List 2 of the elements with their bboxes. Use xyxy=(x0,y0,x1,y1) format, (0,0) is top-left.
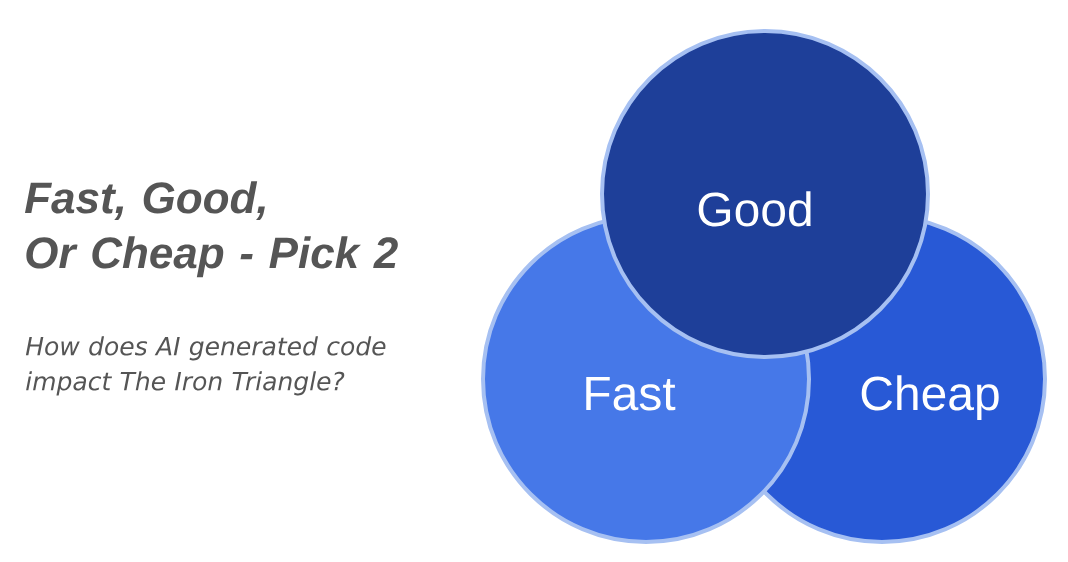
subtitle: How does AI generated code impact The Iron Triangle? xyxy=(25,336,386,396)
title: Fast, Good, Or Cheap - Pick 2 xyxy=(25,181,398,278)
